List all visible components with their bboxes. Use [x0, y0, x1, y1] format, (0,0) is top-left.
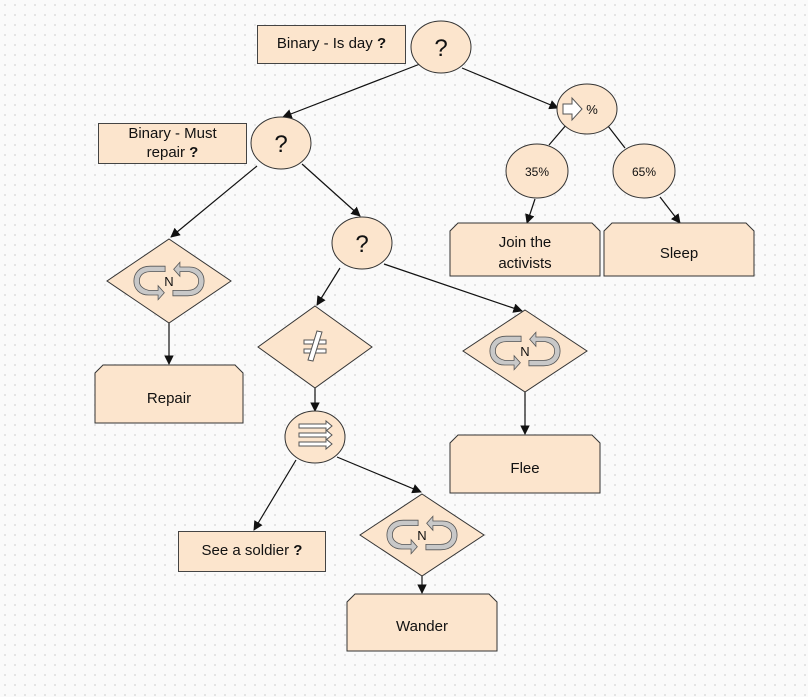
probability-node-65[interactable]: 65%	[612, 143, 676, 199]
edge-root-to-must-repair	[282, 63, 421, 119]
random-node[interactable]: %	[556, 83, 618, 135]
selector-mark: ?	[355, 231, 368, 258]
selector-node[interactable]: ?	[331, 216, 393, 270]
condition-see-soldier[interactable]: See a soldier ?	[178, 531, 326, 572]
edge-root-to-random	[461, 67, 559, 110]
edges	[164, 63, 681, 594]
condition-question-mark: ?	[189, 143, 199, 161]
action-sleep[interactable]: Sleep	[603, 222, 755, 277]
sequence-node[interactable]	[284, 410, 346, 464]
edge-sequence-to-repeat-wander	[336, 456, 422, 494]
action-repair[interactable]: Repair	[94, 364, 244, 424]
edge-sequence-to-see-soldier	[253, 459, 297, 531]
action-label-line1: Join the	[499, 234, 552, 251]
repeat-node-flee[interactable]: N	[462, 309, 588, 393]
condition-is-day[interactable]: Binary - Is day ?	[257, 25, 406, 64]
selector-mark: ?	[274, 131, 287, 158]
repeat-node-repair[interactable]: N	[106, 238, 232, 324]
edge-must-repair-to-selector	[301, 163, 361, 217]
sequence-arrows-icon	[298, 419, 333, 451]
action-join-activists[interactable]: Join the activists	[449, 222, 601, 277]
must-repair-selector-node[interactable]: ?	[250, 116, 312, 170]
probability-node-35[interactable]: 35%	[505, 143, 569, 199]
action-label: Wander	[396, 618, 448, 635]
action-label-line2: activists	[498, 255, 551, 272]
probability-label: 35%	[525, 165, 549, 179]
action-label: Repair	[147, 390, 191, 407]
edge-random-to-35	[548, 123, 568, 146]
repeat-mark: N	[417, 528, 426, 543]
not-equal-icon	[303, 330, 327, 362]
condition-question-mark: ?	[376, 35, 387, 53]
action-label: Sleep	[660, 245, 698, 262]
edge-random-to-65	[607, 125, 626, 149]
inverter-node[interactable]	[257, 305, 373, 389]
random-arrow-icon	[562, 96, 583, 122]
selector-mark: ?	[434, 35, 447, 62]
probability-label: 65%	[632, 165, 656, 179]
edge-must-repair-to-repeat	[170, 165, 258, 238]
action-label: Flee	[510, 460, 539, 477]
repeat-mark: N	[520, 344, 529, 359]
edge-selector-to-inverter	[316, 267, 341, 306]
edge-65-to-sleep	[659, 196, 681, 224]
action-flee[interactable]: Flee	[449, 434, 601, 494]
root-selector-node[interactable]: ?	[410, 20, 472, 74]
repeat-node-wander[interactable]: N	[359, 493, 485, 577]
repeat-mark: N	[164, 274, 173, 289]
edge-35-to-join	[525, 198, 536, 224]
random-mark: %	[586, 102, 598, 117]
action-wander[interactable]: Wander	[346, 593, 498, 652]
condition-question-mark: ?	[293, 542, 303, 560]
edge-selector-to-repeat-flee	[383, 263, 523, 313]
